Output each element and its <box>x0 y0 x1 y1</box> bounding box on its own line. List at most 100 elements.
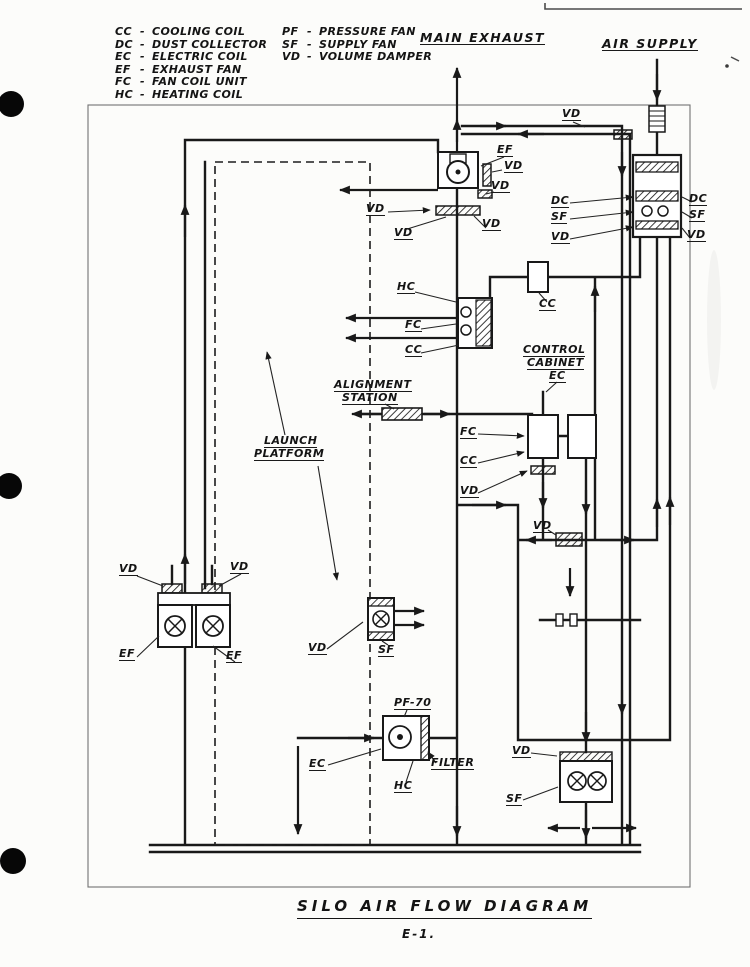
label-vd-supply-right: VD <box>687 228 706 242</box>
legend-name: EXHAUST FAN <box>152 62 242 76</box>
label-filter: FILTER <box>431 756 475 770</box>
legend-abbr: EC <box>115 50 132 64</box>
legend-abbr: VD <box>282 50 301 64</box>
legend-separator: - <box>140 62 145 76</box>
legend-abbr: PF <box>282 25 299 38</box>
legend-abbr: SF <box>282 37 299 51</box>
label-vd-exhaust-right: VD <box>482 217 501 231</box>
label-vd-exhaust-left: VD <box>366 202 385 216</box>
label-pf-70: PF-70 <box>394 696 432 710</box>
legend-row: EF-EXHAUST FAN <box>115 62 267 77</box>
label-hc-coil: HC <box>397 280 416 294</box>
volume-damper-symbols <box>161 129 633 594</box>
legend-name: PRESSURE FAN <box>319 25 416 38</box>
label-launch-platform-2: PLATFORM <box>254 447 325 461</box>
hole-punch <box>0 848 26 874</box>
label-control-cabinet-2: CABINET <box>527 356 584 370</box>
legend-abbr: FC <box>115 75 132 89</box>
legend-row: CC-COOLING COIL <box>115 25 267 39</box>
left-exhaust-fan-unit <box>157 592 231 648</box>
hole-punches <box>0 91 26 874</box>
legend-row: VD-VOLUME DAMPER <box>282 51 432 64</box>
legend-separator: - <box>307 37 312 51</box>
label-ec-cabinet: EC <box>549 369 566 383</box>
hole-punch <box>0 91 24 117</box>
label-sf-supply-right: SF <box>689 208 706 222</box>
label-main-exhaust: MAIN EXHAUST <box>420 30 546 45</box>
drawing-title: SILO AIR FLOW DIAGRAM <box>297 897 593 919</box>
label-vd-cabinet: VD <box>460 484 479 498</box>
label-ef-left-fan-2: EF <box>226 649 243 663</box>
label-vd-exhaust-1: VD <box>504 159 523 173</box>
label-sf-bottom: SF <box>506 792 523 806</box>
legend-separator: - <box>140 25 145 38</box>
legend-row: HC-HEATING COIL <box>115 87 267 102</box>
legend-column-2: PF-PRESSURE FAN SF-SUPPLY FAN VD-VOLUME … <box>282 25 432 64</box>
legend-row: SF-SUPPLY FAN <box>282 37 432 52</box>
label-launch-platform-1: LAUNCH <box>264 434 318 448</box>
label-cc-branch: CC <box>539 297 557 311</box>
label-cc-coil: CC <box>405 343 423 357</box>
sheet-number: E-1. <box>402 927 437 941</box>
fan-coil-unit <box>457 297 493 349</box>
legend-abbr: DC <box>115 37 134 51</box>
supply-fan-bottom <box>559 751 613 803</box>
label-ec-pressure-fan: EC <box>309 757 326 771</box>
legend-name: DUST COLLECTOR <box>152 37 268 51</box>
legend-abbr: HC <box>115 87 134 101</box>
label-vd-exhaust-2: VD <box>491 179 510 193</box>
label-leader-lines <box>136 121 693 801</box>
label-hc-pressure-fan: HC <box>394 779 413 793</box>
legend-name: HEATING COIL <box>152 87 244 101</box>
label-cc-cabinet: CC <box>460 454 478 468</box>
label-ef-left-fan-1: EF <box>119 647 136 661</box>
page-edge-artifacts <box>544 3 742 68</box>
control-cabinet-boxes <box>527 414 597 459</box>
flow-arrows <box>180 66 675 840</box>
label-vd-sf-center: VD <box>308 641 327 655</box>
legend-row: EC-ELECTRIC COIL <box>115 51 267 64</box>
label-vd-top-duct: VD <box>562 107 581 121</box>
label-dc-supply-right: DC <box>689 192 708 206</box>
label-dc-supply-left: DC <box>551 194 570 208</box>
legend-row: PF-PRESSURE FAN <box>282 25 432 39</box>
label-sf-supply-left: SF <box>551 210 568 224</box>
label-alignment-station-2: STATION <box>342 391 398 405</box>
legend-name: FAN COIL UNIT <box>152 75 247 89</box>
label-vd-duct-mid: VD <box>533 519 552 533</box>
label-vd-supply-left: VD <box>551 230 570 244</box>
air-supply-unit <box>631 105 683 239</box>
legend-name: SUPPLY FAN <box>319 37 397 51</box>
label-fc-coil: FC <box>405 318 422 332</box>
supply-fan-center <box>367 597 395 641</box>
label-air-supply: AIR SUPPLY <box>602 36 698 51</box>
cooling-coil-box <box>527 261 549 293</box>
legend-abbr: EF <box>115 62 131 76</box>
filter-symbol <box>420 715 430 761</box>
pressure-fan-unit <box>382 715 430 761</box>
label-vd-sf-bottom: VD <box>512 744 531 758</box>
legend-row: DC-DUST COLLECTOR <box>115 37 268 52</box>
label-alignment-station-1: ALIGNMENT <box>334 378 412 392</box>
duct-ticks <box>555 613 578 627</box>
sheet-border <box>87 104 691 888</box>
legend-abbr: CC <box>115 25 132 38</box>
legend-separator: - <box>140 50 145 64</box>
alignment-station-symbol <box>381 407 423 421</box>
label-vd-left-fan-1: VD <box>119 562 138 576</box>
label-ef-exhaust-fan: EF <box>497 143 514 157</box>
legend-column-1: CC-COOLING COIL DC-DUST COLLECTOR EC-ELE… <box>115 25 268 102</box>
legend-separator: - <box>140 37 145 51</box>
label-vd-exhaust-below: VD <box>394 226 413 240</box>
label-control-cabinet-1: CONTROL <box>523 343 586 357</box>
legend-separator: - <box>140 75 145 89</box>
label-sf-center: SF <box>378 643 395 657</box>
flex-connector <box>648 105 666 133</box>
label-leader-arrows <box>265 194 634 764</box>
label-fc-cabinet: FC <box>460 425 477 439</box>
legend-row: FC-FAN COIL UNIT <box>115 76 267 89</box>
legend-separator: - <box>140 87 145 101</box>
legend-separator: - <box>307 25 312 38</box>
